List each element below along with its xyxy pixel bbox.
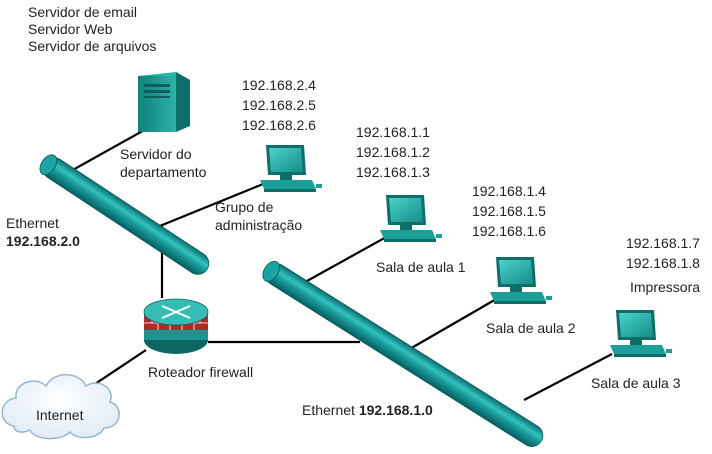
classroom-1-ip-2: 192.168.1.2 (356, 144, 430, 160)
printer-label: Impressora (630, 279, 700, 295)
ethernet-1-network: 192.168.1.0 (359, 402, 433, 418)
classroom-2-computer-icon (490, 257, 552, 304)
server-label-line2: departamento (120, 164, 207, 180)
link-admin-ethernet2 (149, 180, 269, 232)
internet-label: Internet (36, 407, 84, 423)
classroom-3-label: Sala de aula 3 (591, 375, 681, 391)
classroom-1-ip-1: 192.168.1.1 (356, 124, 430, 140)
service-files: Servidor de arquivos (28, 38, 156, 54)
router-firewall-icon (143, 298, 209, 354)
ethernet-segment-2 (39, 154, 210, 275)
admin-label-line2: administração (215, 217, 302, 233)
admin-label-line1: Grupo de (215, 199, 274, 215)
classroom-1-computer-icon (380, 195, 442, 242)
classroom-2-ip-1: 192.168.1.4 (472, 183, 546, 199)
classroom-3-ip-1: 192.168.1.7 (626, 235, 700, 251)
link-class3-ethernet1 (523, 353, 613, 401)
ethernet-segment-1 (262, 260, 544, 447)
classroom-2-label: Sala de aula 2 (486, 320, 576, 336)
admin-ip-list: 192.168.2.4 192.168.2.5 192.168.2.6 (242, 77, 316, 133)
ethernet-2-network: 192.168.2.0 (6, 233, 80, 249)
service-web: Servidor Web (28, 21, 113, 37)
classroom-2-ip-list: 192.168.1.4 192.168.1.5 192.168.1.6 (472, 183, 546, 239)
server-services-labels: Servidor de email Servidor Web Servidor … (28, 4, 156, 54)
classroom-3-ip-list: 192.168.1.7 192.168.1.8 Impressora (626, 235, 700, 295)
link-server-ethernet2 (61, 127, 149, 177)
classroom-1-label: Sala de aula 1 (376, 259, 466, 275)
classroom-3-computer-icon (610, 310, 672, 357)
link-class1-ethernet1 (297, 235, 389, 287)
server-icon (138, 72, 190, 132)
internet-cloud-icon (1, 374, 120, 440)
classroom-2-ip-2: 192.168.1.5 (472, 203, 546, 219)
classroom-1-ip-3: 192.168.1.3 (356, 164, 430, 180)
service-email: Servidor de email (28, 4, 137, 20)
admin-ip-2: 192.168.2.5 (242, 97, 316, 113)
router-label: Roteador firewall (148, 364, 253, 380)
link-class2-ethernet1 (407, 297, 499, 351)
admin-computer-icon (260, 145, 322, 192)
ethernet-1-name: Ethernet (302, 402, 355, 418)
classroom-2-ip-3: 192.168.1.6 (472, 223, 546, 239)
admin-ip-1: 192.168.2.4 (242, 77, 316, 93)
admin-ip-3: 192.168.2.6 (242, 117, 316, 133)
classroom-3-ip-2: 192.168.1.8 (626, 255, 700, 271)
server-label-line1: Servidor do (120, 146, 192, 162)
ethernet-1-label: Ethernet 192.168.1.0 (302, 402, 433, 418)
classroom-1-ip-list: 192.168.1.1 192.168.1.2 192.168.1.3 (356, 124, 430, 180)
ethernet-2-name: Ethernet (6, 215, 59, 231)
